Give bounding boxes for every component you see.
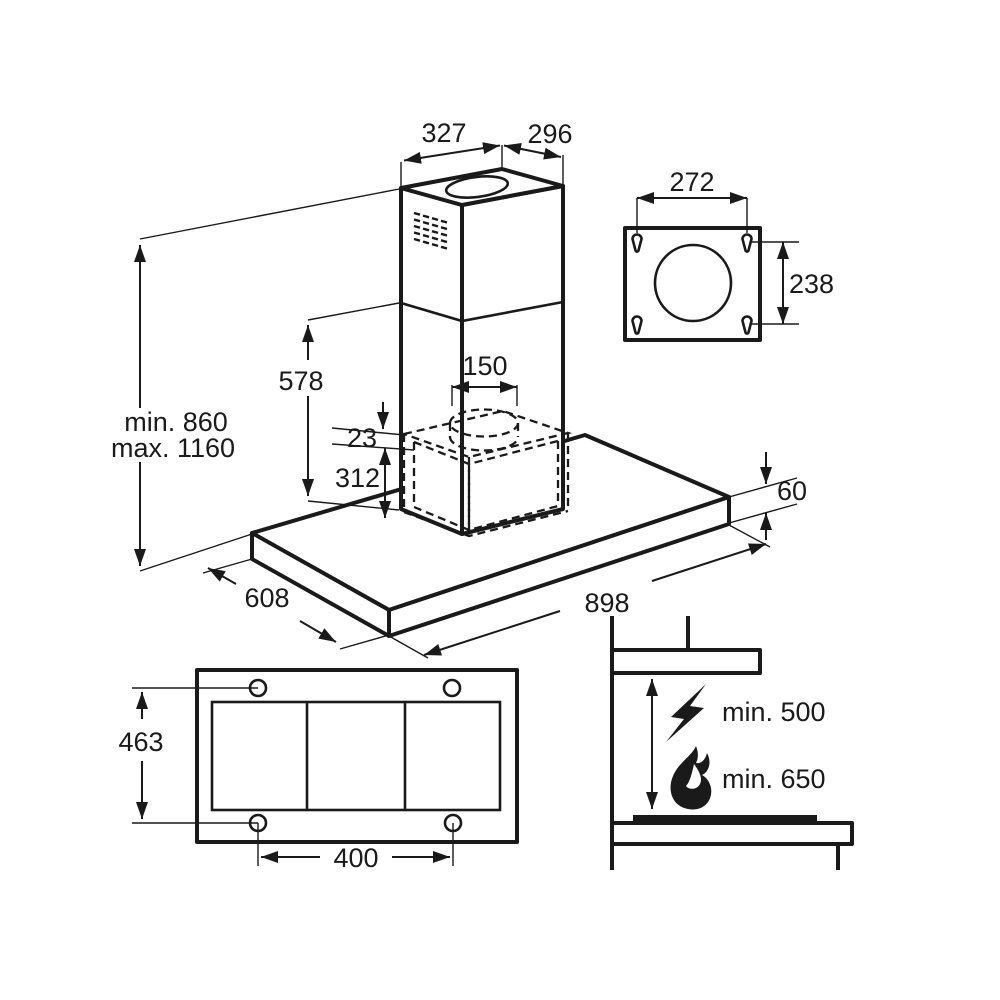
vent-louvers	[413, 211, 448, 250]
dim-label: 60	[777, 476, 807, 506]
dim-label: 23	[347, 423, 377, 453]
dim-label: 150	[462, 351, 507, 381]
dim-body-thickness: 60	[728, 452, 807, 540]
clearance-gas-label: min. 650	[722, 764, 826, 794]
screw-hole	[442, 678, 462, 698]
ceiling-mount-plate-view: 272 238	[623, 167, 834, 342]
duct-opening	[653, 243, 733, 323]
dim-collar-offset: 23	[331, 402, 415, 453]
dim-mount-plate-width: 272	[636, 167, 748, 233]
dim-body-length: 898	[388, 524, 771, 659]
dim-label-min: min. 860	[124, 407, 228, 437]
dim-label: 608	[244, 583, 289, 613]
dim-total-height: min. 860 max. 1160	[111, 188, 400, 572]
dim-housing-height: 312	[335, 448, 391, 518]
dim-chimney-width: 296	[503, 119, 573, 186]
dim-duct-diameter: 150	[451, 351, 518, 406]
lightning-icon	[666, 684, 706, 742]
dim-chimney-depth: 327	[400, 118, 503, 188]
hood-bottom	[610, 648, 762, 675]
dim-underside-depth: 463	[118, 687, 258, 824]
dim-body-depth: 608	[202, 558, 390, 650]
counter-top	[610, 821, 854, 846]
dim-label: 463	[118, 727, 163, 757]
flame-icon	[670, 746, 712, 810]
dim-label: 296	[527, 119, 572, 149]
dim-label: 327	[421, 118, 466, 148]
isometric-view: 327 296 min. 860 max. 1160 578 150	[111, 118, 807, 659]
keyhole-slot	[741, 233, 753, 253]
dim-label: 578	[278, 366, 323, 396]
keyhole-slot	[631, 233, 643, 253]
dim-label-max: max. 1160	[111, 433, 235, 463]
filter-dividers	[305, 702, 407, 810]
hob-surface	[633, 815, 817, 824]
dim-label: 400	[333, 843, 378, 873]
dim-label: 272	[669, 167, 714, 197]
keyhole-slot	[741, 315, 753, 335]
underside-view: 463 400	[118, 668, 519, 873]
clearance-electric-label: min. 500	[722, 697, 826, 727]
dim-label: 238	[789, 269, 834, 299]
dim-chimney-section-height: 578	[278, 302, 400, 511]
dim-mount-plate-depth: 238	[751, 241, 834, 325]
dim-filter-hole-spacing: 400	[257, 823, 454, 873]
keyhole-slot	[631, 315, 643, 335]
duct-outlet-hole	[444, 175, 510, 199]
filter-frame	[210, 700, 502, 812]
dim-label: 898	[584, 588, 629, 618]
dim-label: 312	[335, 463, 380, 493]
telescopic-seam	[400, 300, 564, 323]
clearance-side-view: min. 500 min. 650	[610, 616, 854, 870]
duct-housing-hidden	[399, 408, 573, 538]
